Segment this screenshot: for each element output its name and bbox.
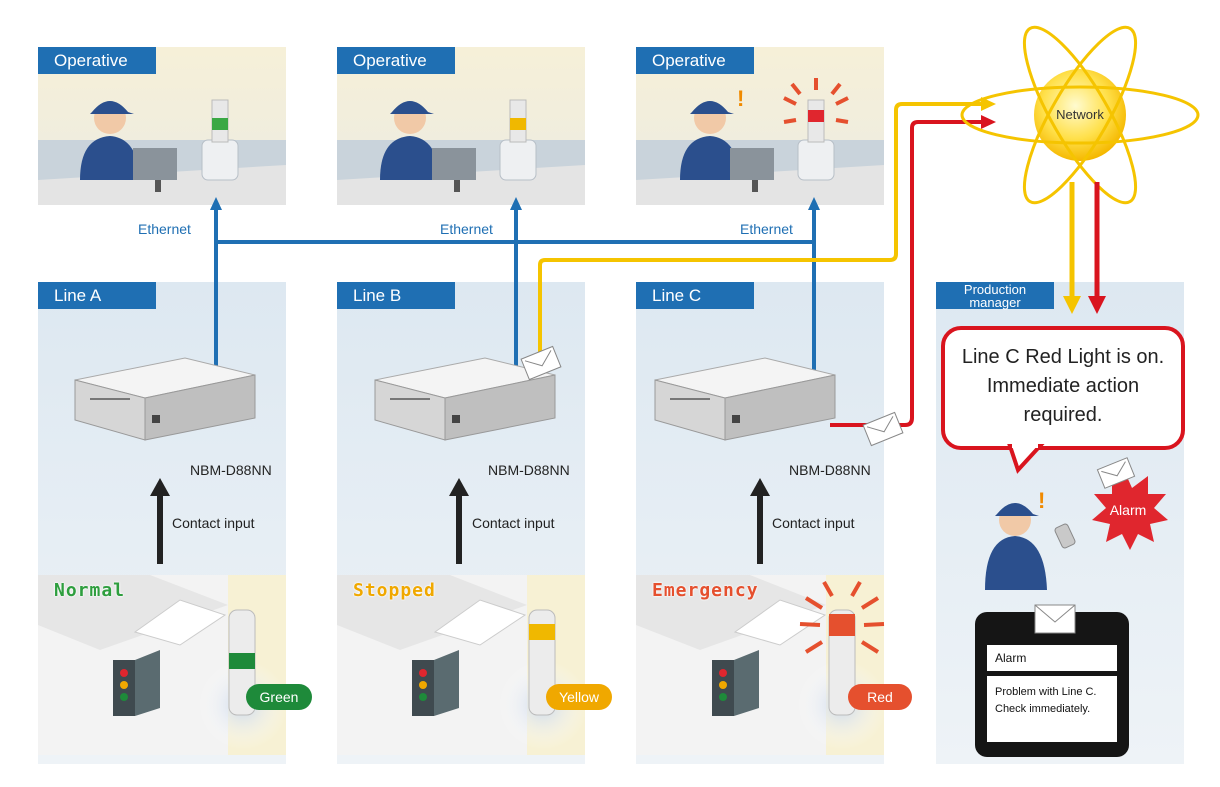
ethernet-label-3: Ethernet <box>740 221 793 237</box>
manager-person: ! <box>985 488 1076 590</box>
device-b <box>374 357 556 441</box>
operative-room-1 <box>38 47 286 205</box>
operative-tag-2: Operative <box>337 47 455 74</box>
scene-c <box>636 575 887 755</box>
phone-device <box>975 612 1129 757</box>
contact-input-arrows <box>150 478 770 564</box>
operative-tag-1: Operative <box>38 47 156 74</box>
svg-text:!: ! <box>1038 488 1045 513</box>
device-label-c: NBM-D88NN <box>789 462 871 478</box>
line-a-tag: Line A <box>38 282 156 309</box>
network-globe <box>960 25 1200 205</box>
bubble-line-3: required. <box>1023 404 1103 426</box>
operative-room-3: ! <box>636 47 884 205</box>
status-stopped: Stopped <box>353 580 436 601</box>
network-label: Network <box>1056 107 1104 122</box>
phone-message: Problem with Line C. Check immediately. <box>995 684 1097 718</box>
light-yellow-pill: Yellow <box>546 684 612 710</box>
manager-tag: Production manager <box>936 282 1054 309</box>
envelope-icon <box>1096 457 1136 489</box>
bubble-line-1: Line C Red Light is on. <box>961 346 1165 368</box>
device-c <box>654 357 836 441</box>
scene-b <box>337 575 588 755</box>
line-c-tag: Line C <box>636 282 754 309</box>
phone-message-line-1: Problem with Line C. <box>995 686 1097 698</box>
envelope-icon <box>862 411 904 447</box>
envelope-icon <box>1034 604 1076 634</box>
device-a <box>74 357 256 441</box>
line-b-tag: Line B <box>337 282 455 309</box>
red-path <box>830 120 985 427</box>
operative-tag-3: Operative <box>636 47 754 74</box>
ethernet-label-1: Ethernet <box>138 221 191 237</box>
light-green-pill: Green <box>246 684 312 710</box>
status-emergency: Emergency <box>652 580 759 601</box>
envelope-icon <box>520 345 562 381</box>
ethernet-label-2: Ethernet <box>440 221 493 237</box>
speech-bubble <box>941 326 1185 474</box>
light-red-pill: Red <box>848 684 912 710</box>
speech-bubble-text: Line C Red Light is on. Immediate action… <box>946 343 1180 430</box>
alarm-burst <box>1092 470 1168 550</box>
contact-input-label-b: Contact input <box>472 515 555 531</box>
svg-text:!: ! <box>737 86 744 111</box>
bubble-line-2: Immediate action <box>986 375 1140 397</box>
yellow-path <box>538 102 985 402</box>
status-normal: Normal <box>54 580 126 601</box>
device-label-b: NBM-D88NN <box>488 462 570 478</box>
phone-message-line-2: Check immediately. <box>995 703 1091 715</box>
contact-input-label-c: Contact input <box>772 515 855 531</box>
contact-input-label-a: Contact input <box>172 515 255 531</box>
phone-alarm-title: Alarm <box>995 651 1027 665</box>
device-label-a: NBM-D88NN <box>190 462 272 478</box>
scene-a <box>38 575 288 755</box>
alarm-burst-label: Alarm <box>1109 502 1147 518</box>
